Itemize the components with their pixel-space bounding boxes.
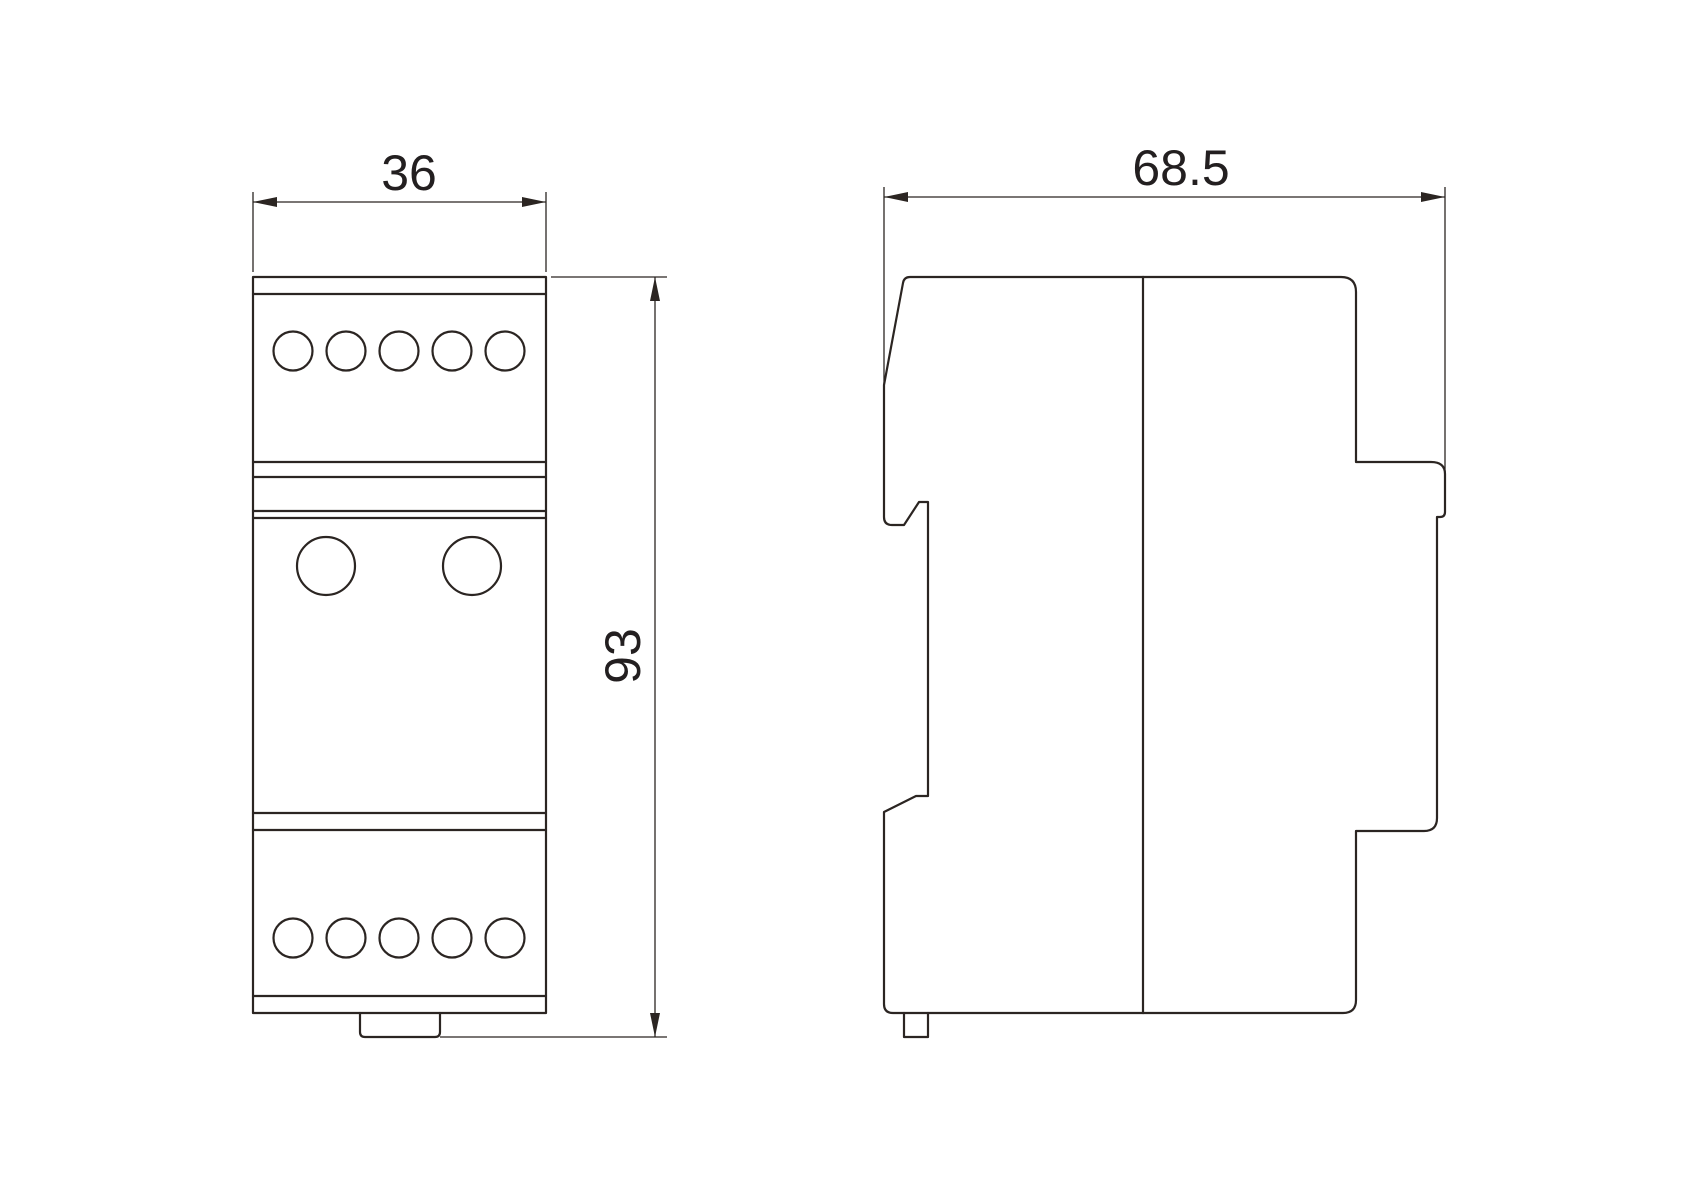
side-din-clip <box>902 1011 930 1039</box>
height-arrow-bottom <box>650 1013 660 1037</box>
bottom-terminal-row <box>272 917 526 959</box>
front-view <box>251 275 548 1039</box>
bottom-terminal-screw <box>325 917 367 959</box>
depth-arrow-right <box>1421 192 1445 202</box>
depth-label: 68.5 <box>1132 140 1229 196</box>
top-terminal-row <box>272 330 526 372</box>
indicator-window-right <box>441 535 503 597</box>
side-body-right-outline <box>1141 275 1447 1015</box>
height-label: 93 <box>595 628 651 684</box>
bottom-terminal-screw <box>484 917 526 959</box>
front-din-clip <box>358 1011 442 1039</box>
top-terminal-screw <box>484 330 526 372</box>
height-dimension: 93 <box>440 276 667 1038</box>
top-terminal-screw <box>431 330 473 372</box>
top-terminal-screw <box>272 330 314 372</box>
top-terminal-screw <box>378 330 420 372</box>
depth-dimension: 68.5 <box>883 140 1446 474</box>
height-arrow-top <box>650 277 660 301</box>
width-arrow-left <box>253 197 277 207</box>
top-terminal-screw <box>325 330 367 372</box>
bottom-terminal-screw <box>272 917 314 959</box>
side-body-left-outline <box>882 275 1145 1015</box>
width-dimension: 36 <box>252 145 547 272</box>
indicator-window-left <box>295 535 357 597</box>
width-label: 36 <box>381 145 437 201</box>
side-view <box>882 275 1447 1039</box>
width-arrow-right <box>522 197 546 207</box>
bottom-terminal-screw <box>378 917 420 959</box>
depth-arrow-left <box>884 192 908 202</box>
front-body-outline <box>251 275 548 1015</box>
bottom-terminal-screw <box>431 917 473 959</box>
